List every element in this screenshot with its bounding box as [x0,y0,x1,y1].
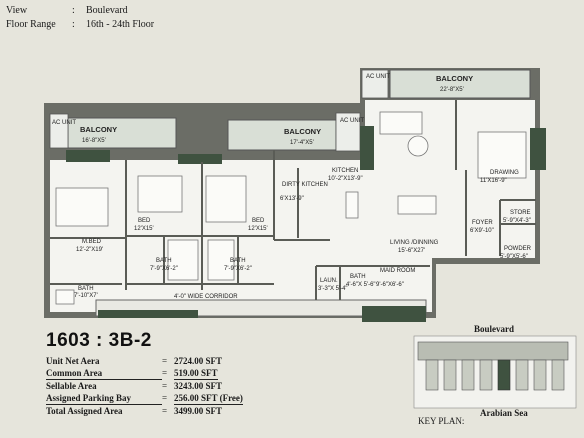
bath-m-label: BATH [78,286,94,292]
furniture [55,111,527,305]
area-value: 3243.00 SFT [174,381,223,391]
view-row: View : Boulevard [6,4,154,18]
colon: : [72,19,75,30]
balcony-left-label: BALCONY [80,125,117,134]
room-labels: AC UNIT BALCONY 16'-8"X5' BALCONY 17'-4"… [52,74,532,300]
floor-value: 16th - 24th Floor [86,19,155,30]
area-label: Sellable Area [46,381,97,391]
equals-sign: = [162,368,168,378]
unit-id: 1603 : 3B-2 [46,330,152,351]
bath-two-dim: 7'-9"X6'-2" [224,266,252,272]
bed-one-dim: 12'X15' [134,226,154,232]
powder-label: POWDER [504,246,532,252]
equals-sign: = [162,406,168,416]
structural-columns [66,126,546,322]
balcony-right-label: BALCONY [436,74,473,83]
area-row: Total Assigned Area = 3499.00 SFT [46,405,243,417]
coffee-table [407,135,429,157]
area-value: 256.00 SFT (Free) [174,393,243,405]
balcony-mid-label: BALCONY [284,127,321,136]
kitchen-dim: 10'-2"X13'-9" [328,176,363,182]
bath-maid-label: BATH [350,274,366,280]
dining-table [397,195,437,215]
bath-fixture-one [167,239,199,281]
area-label: Total Assigned Area [46,406,123,416]
ac-unit-right [361,69,389,99]
partitions [50,100,536,300]
laundry-label: LAUN. [320,278,338,284]
bed-one-label: BED [138,218,151,224]
maid-room-dim: 9'-6"X6'-6" [376,282,404,288]
bath-maid-dim: 4'-6"X 5'-6" [346,282,376,288]
area-row: Sellable Area = 3243.00 SFT [46,380,243,392]
bath-fixture-two [207,239,235,281]
bed-two-dim: 12'X15' [248,226,268,232]
area-label: Assigned Parking Bay [46,392,162,405]
foyer-label: FOYER [472,220,493,226]
laundry-dim: 3'-3"X 5'-4" [318,286,348,292]
bed-two-label: BED [252,218,265,224]
equals-sign: = [162,356,168,366]
area-label: Unit Net Aera [46,356,100,366]
store-label: STORE [510,210,531,216]
area-row: Assigned Parking Bay= 256.00 SFT (Free) [46,392,243,405]
ac-unit-label-right: AC UNIT [366,74,390,80]
key-plan-highlight [497,359,511,391]
area-value: 3499.00 SFT [174,406,223,416]
bath-two-label: BATH [230,258,246,264]
kitchen-island [345,191,359,219]
equals-sign: = [162,393,168,403]
master-bed [55,187,109,227]
bath-one-dim: 7'-9"X6'-2" [150,266,178,272]
drawing-dim: 11'X16'-9" [480,178,507,184]
dirty-kitchen-label: DIRTY KITCHEN [282,182,328,188]
powder-dim: 5'-9"X5'-6" [500,254,528,260]
foyer-dim: 6'X9'-10" [470,228,494,234]
area-row: Unit Net Aera = 2724.00 SFT [46,355,243,367]
living-label: LIVING /DINNING [390,240,439,246]
kitchen-label: KITCHEN [332,168,358,174]
store-dim: 5'-9"X4'-3" [503,218,531,224]
sofa [379,111,423,135]
balcony-right [389,69,531,99]
balcony-left [67,117,177,149]
area-value: 519.00 SFT [174,368,218,380]
bath-m-dim: 7'-10"X7' [74,293,98,299]
living-dim: 15'-6"X27' [398,248,425,254]
view-label: View [6,5,28,16]
m-bed-dim: 12'-2"X19' [76,247,103,253]
balcony-left-dim: 16'-8"X5' [82,138,106,144]
m-bed-label: M.BED [82,239,102,245]
balcony-mid-dim: 17'-4"X5' [290,140,314,146]
area-value: 2724.00 SFT [174,356,223,366]
key-plan-top-label: Boulevard [474,324,515,334]
key-plan-title: KEY PLAN: [418,416,465,426]
view-value: Boulevard [86,5,128,16]
ac-unit-left [49,113,69,149]
drawing-label: DRAWING [490,170,519,176]
colon: : [72,5,75,16]
key-plan-bottom-label: Arabian Sea [480,408,528,418]
ac-unit-label-left: AC UNIT [52,120,76,126]
bed-one [137,175,183,213]
floor-label: Floor Range [6,19,56,30]
balcony-right-dim: 22'-8"X5' [440,87,464,93]
key-plan-graphic [413,335,577,409]
ac-unit-label-mid: AC UNIT [340,118,364,124]
floor-row: Floor Range : 16th - 24th Floor [6,18,154,32]
area-row: Common Area= 519.00 SFT [46,367,243,380]
dirty-kitchen-dim: 6'X13'-9" [280,196,304,202]
corridor-label: 4'-0" WIDE CORRIDOR [174,294,238,300]
area-label: Common Area [46,367,162,380]
unit-meta: View : Boulevard Floor Range : 16th - 24… [6,4,154,32]
maid-room-label: MAID ROOM [380,268,415,274]
drawing-seating [477,131,527,179]
bath-one-label: BATH [156,258,172,264]
master-bath-fixture [55,289,75,305]
bed-two [205,175,247,223]
equals-sign: = [162,381,168,391]
